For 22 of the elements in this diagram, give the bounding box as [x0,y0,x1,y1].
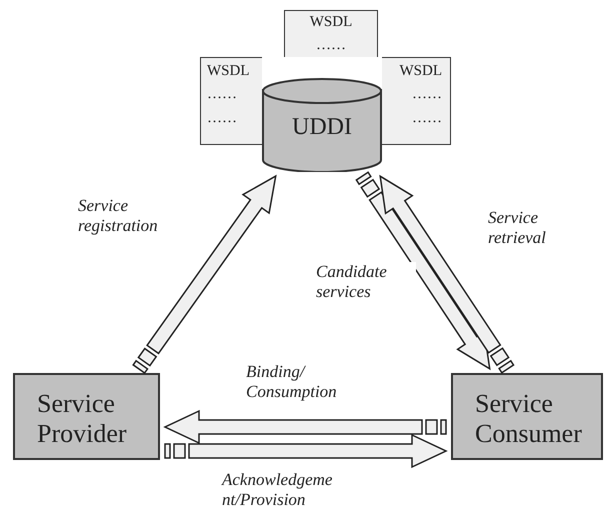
block-arrow [164,434,448,468]
placeholder-dots: …… [411,108,442,128]
process-box [13,373,160,460]
block-arrow [379,174,515,374]
document-box [200,57,262,145]
block-arrow [163,410,447,444]
process-box [451,373,603,460]
placeholder-dots: …… [207,85,238,104]
document-title: WSDL [207,62,250,81]
node-label: Service Provider [37,389,128,449]
document-title: WSDL [308,13,354,32]
node-label: UDDI [291,114,353,141]
database-cylinder [262,78,382,172]
document-box [382,57,451,145]
placeholder-dots: …… [411,85,442,104]
node-label: Service Consumer [475,389,583,449]
document-title: WSDL [398,62,442,81]
block-arrow [132,174,277,374]
document-box [284,10,378,57]
block-arrow [355,171,491,370]
placeholder-dots: …… [207,108,238,128]
placeholder-dots: …… [315,36,347,56]
